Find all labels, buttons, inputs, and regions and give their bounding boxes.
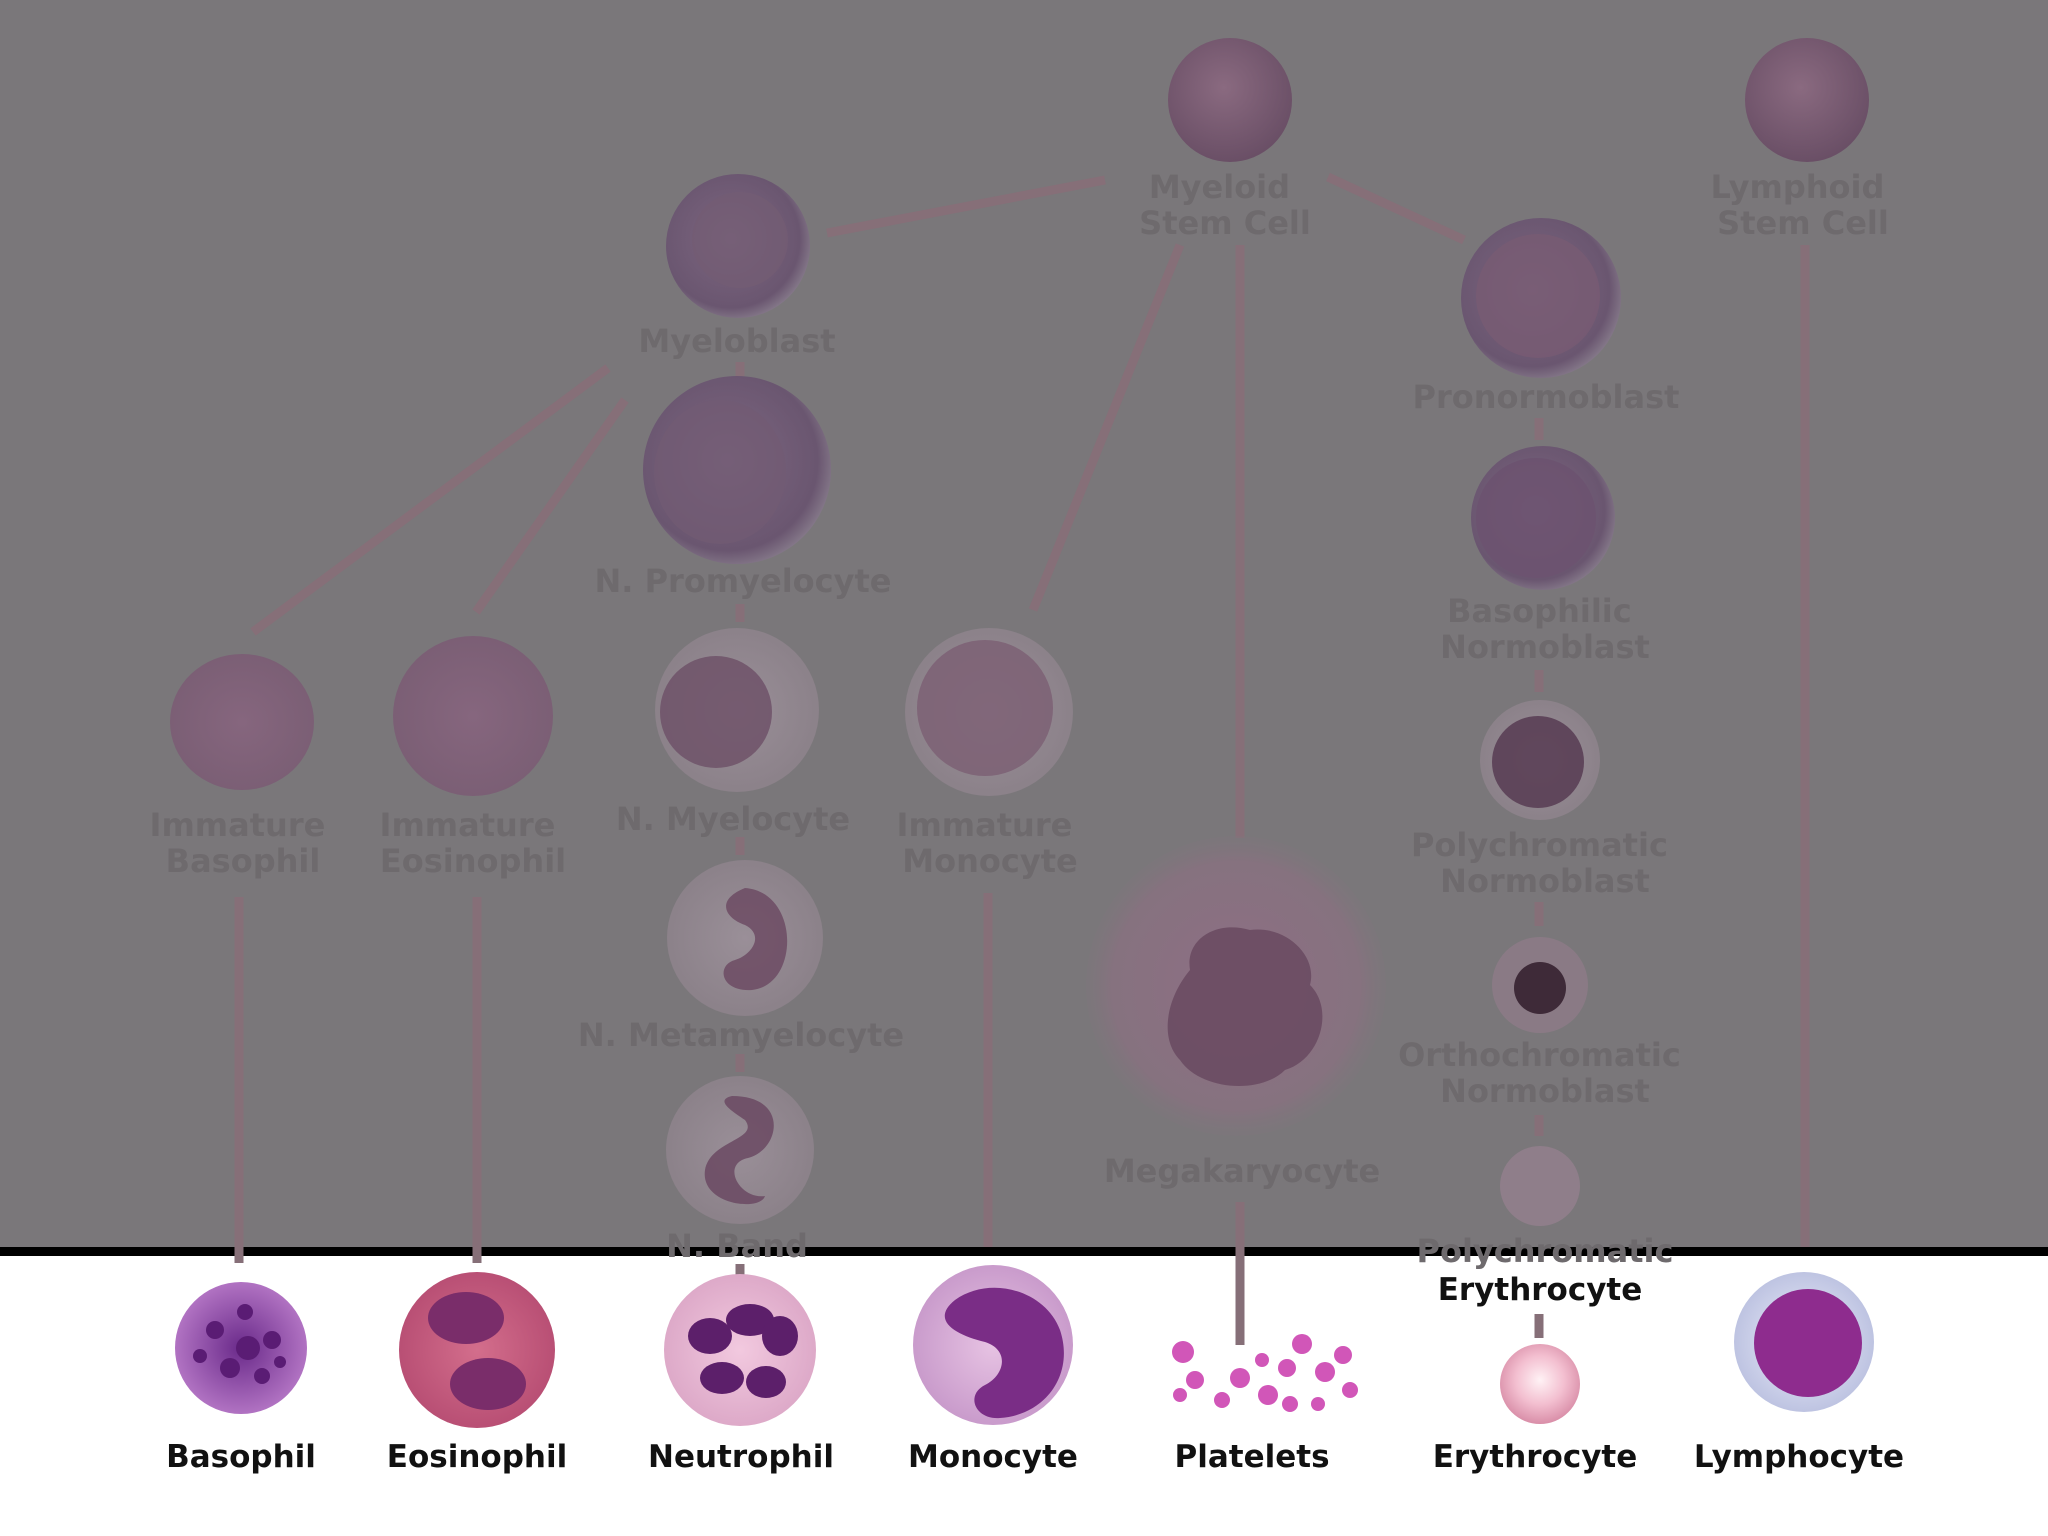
platelets-label: Platelets: [1174, 1439, 1329, 1475]
eosinophil: Eosinophil: [387, 1272, 567, 1475]
platelets-image: [1172, 1334, 1358, 1412]
lymphocyte-label: Lymphocyte: [1694, 1439, 1904, 1475]
n-myelocyte: N. Myelocyte: [616, 628, 850, 838]
immature-basophil: Immature Basophil: [150, 654, 337, 880]
lymphocyte: Lymphocyte: [1694, 1272, 1904, 1475]
monocyte-label: Monocyte: [908, 1439, 1078, 1475]
myeloid-stem-cell: Myeloid Stem Cell: [1139, 38, 1311, 242]
myeloblast-label: Myeloblast: [638, 322, 835, 360]
polychromatic-erythrocyte-label-line2: Erythrocyte: [1438, 1272, 1643, 1308]
basophil: Basophil: [166, 1282, 316, 1475]
immature-monocyte: Immature Monocyte: [897, 628, 1084, 880]
monocyte: Monocyte: [908, 1265, 1078, 1475]
platelets: Platelets: [1172, 1334, 1358, 1475]
lymphoid-stem-cell: Lymphoid Stem Cell: [1710, 38, 1895, 242]
polychromatic-erythrocyte-label-line1: Polychromatic: [1417, 1232, 1674, 1270]
polychromatic-erythrocyte-image: [1500, 1146, 1580, 1226]
immature-eosinophil-label: Immature Eosinophil: [380, 806, 567, 880]
polychromatic-normoblast: Polychromatic Normoblast: [1411, 700, 1679, 900]
erythrocyte: Erythrocyte Erythrocyte: [1433, 1272, 1643, 1475]
immature-basophil-label: Immature Basophil: [150, 806, 337, 880]
connector-lines: [234, 172, 1810, 1345]
myeloblast: Myeloblast: [638, 174, 836, 360]
basophil-label: Basophil: [166, 1439, 316, 1475]
pronormoblast: Pronormoblast: [1413, 218, 1680, 416]
n-metamyelocyte: N. Metamyelocyte: [578, 860, 904, 1054]
basophilic-normoblast-label: Basophilic Normoblast: [1440, 592, 1650, 666]
dim-overlay: [0, 0, 2048, 1247]
n-myelocyte-label: N. Myelocyte: [616, 800, 850, 838]
immature-monocyte-label: Immature Monocyte: [897, 806, 1084, 880]
n-promyelocyte: N. Promyelocyte: [595, 376, 892, 600]
megakaryocyte: Megakaryocyte: [1086, 836, 1386, 1190]
erythrocyte-image: [1500, 1344, 1580, 1424]
lymphoid-stem-cell-label: Lymphoid Stem Cell: [1710, 168, 1895, 242]
n-metamyelocyte-image: [667, 860, 823, 1016]
erythrocyte-label: Erythrocyte: [1433, 1439, 1638, 1475]
n-promyelocyte-label: N. Promyelocyte: [595, 562, 892, 600]
myeloid-stem-cell-label: Myeloid Stem Cell: [1139, 168, 1311, 242]
neutrophil: Neutrophil: [648, 1274, 834, 1475]
n-band: N. Band: [666, 1076, 814, 1265]
eosinophil-label: Eosinophil: [387, 1439, 567, 1475]
pronormoblast-label: Pronormoblast: [1413, 378, 1680, 416]
neutrophil-image: [664, 1274, 816, 1426]
polychromatic-erythrocyte: Polychromatic: [1417, 1146, 1674, 1270]
orthochromatic-normoblast-label: Orthochromatic Normoblast: [1398, 1036, 1692, 1110]
immature-basophil-image: [170, 654, 314, 790]
basophilic-normoblast: Basophilic Normoblast: [1440, 446, 1650, 666]
lymphoid-stem-cell-image: [1745, 38, 1869, 162]
myeloid-stem-cell-image: [1168, 38, 1292, 162]
divider-line: [0, 1247, 2048, 1256]
polychromatic-normoblast-label: Polychromatic Normoblast: [1411, 826, 1679, 900]
megakaryocyte-label: Megakaryocyte: [1104, 1152, 1380, 1190]
orthochromatic-normoblast: Orthochromatic Normoblast: [1398, 937, 1692, 1110]
n-metamyelocyte-label: N. Metamyelocyte: [578, 1016, 904, 1054]
n-band-label: N. Band: [666, 1227, 808, 1265]
immature-eosinophil: Immature Eosinophil: [380, 636, 567, 880]
immature-eosinophil-image: [393, 636, 553, 796]
neutrophil-label: Neutrophil: [648, 1439, 834, 1475]
